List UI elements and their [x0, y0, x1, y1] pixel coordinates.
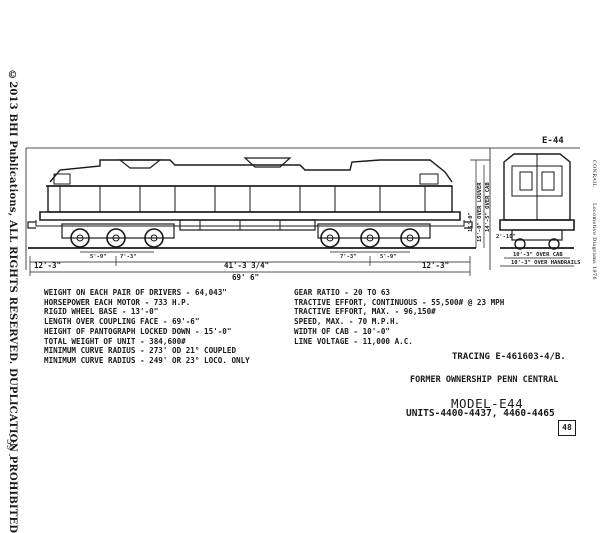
former-ownership: FORMER OWNERSHIP PENN CENTRAL: [410, 375, 559, 385]
dim-end-width-a: 10'-3" OVER CAB: [513, 252, 563, 258]
spec-row: SPEED, MAX. - 70 M.P.H.: [294, 317, 400, 327]
end-elevation: [499, 153, 575, 267]
spec-row: HEIGHT OF PANTOGRAPH LOCKED DOWN - 15'-0…: [44, 326, 232, 336]
diagram-code: E-44: [542, 136, 564, 146]
dim-height-cab: 14'-5" OVER CAB: [485, 182, 491, 232]
railroad-name: CONRAIL: [591, 160, 597, 188]
dimension-lines: [29, 159, 490, 276]
specs-left: WEIGHT ON EACH PAIR OF DRIVERS - 64,043"…: [44, 288, 250, 366]
spec-row: WEIGHT ON EACH PAIR OF DRIVERS - 64,043": [44, 288, 227, 297]
spec-row: HORSEPOWER EACH MOTOR - 733 H.P.: [44, 297, 191, 307]
book-title: Locomotive Diagrams 1976: [591, 202, 597, 280]
dim-end-width-b: 10'-3" OVER HANDRAILS: [511, 260, 581, 266]
page-number: - 59 -: [4, 433, 14, 457]
side-elevation: [27, 157, 476, 249]
dim-height-main: 15'-0" OVER LOUVER: [477, 182, 483, 242]
right-margin-caption: CONRAIL Locomotive Diagrams 1976: [591, 160, 597, 294]
dim-overall-length: 69' 6": [232, 273, 259, 282]
spec-row: TRACTIVE EFFORT, CONTINUOUS - 55,500# @ …: [294, 297, 505, 307]
dim-truck-spacing-a: 7'-3": [120, 254, 137, 260]
spec-row: MINIMUM CURVE RADIUS - 249' OR 23° LOCO.…: [44, 355, 250, 365]
spec-row: TRACTIVE EFFORT, MAX. - 96,150#: [294, 307, 436, 317]
locomotive-elevation-drawing: 12'-3" 5'-9" 7'-3" 41'-3 3/4" 7'-3" 5'-9…: [25, 147, 581, 282]
unit-numbers: UNITS-4400-4437, 4460-4465: [406, 408, 555, 419]
dim-wheel-base-left: 12'-3": [34, 261, 61, 270]
spec-row: TOTAL WEIGHT OF UNIT - 384,600#: [44, 336, 186, 346]
dim-axle-spacing-b: 5'-9": [380, 254, 397, 260]
specs-right: GEAR RATIO - 20 TO 63 TRACTIVE EFFORT, C…: [294, 288, 504, 346]
spec-row: GEAR RATIO - 20 TO 63: [294, 288, 391, 297]
model-name: MODEL-E44: [451, 396, 524, 411]
spec-row: LINE VOLTAGE - 11,000 A.C.: [294, 336, 413, 346]
tracing-number: TRACING E-461603-4/B.: [452, 352, 566, 362]
dim-height-low: 2'-10": [496, 234, 516, 240]
dim-height-b: 15'-0": [468, 212, 474, 232]
spec-row: LENGTH OVER COUPLING FACE - 69'-6": [44, 317, 200, 327]
spec-row: RIGID WHEEL BASE - 13'-0": [44, 307, 159, 317]
diagram-page: ©2013 BHI Publications, ALL RIGHTS RESER…: [4, 70, 597, 533]
spec-row: WIDTH OF CAB - 10'-0": [294, 326, 391, 336]
dimension-labels: 12'-3" 5'-9" 7'-3" 41'-3 3/4" 7'-3" 5'-9…: [34, 182, 581, 282]
spec-row: MINIMUM CURVE RADIUS - 273' OD 21° COUPL…: [44, 346, 237, 356]
sheet-number: 48: [558, 420, 576, 436]
dim-center-span: 41'-3 3/4": [224, 261, 269, 270]
dim-wheel-base-right: 12'-3": [422, 261, 449, 270]
copyright-notice: ©2013 BHI Publications, ALL RIGHTS RESER…: [7, 70, 18, 533]
dim-truck-spacing-b: 7'-3": [340, 254, 357, 260]
dim-axle-spacing-a: 5'-9": [90, 254, 107, 260]
